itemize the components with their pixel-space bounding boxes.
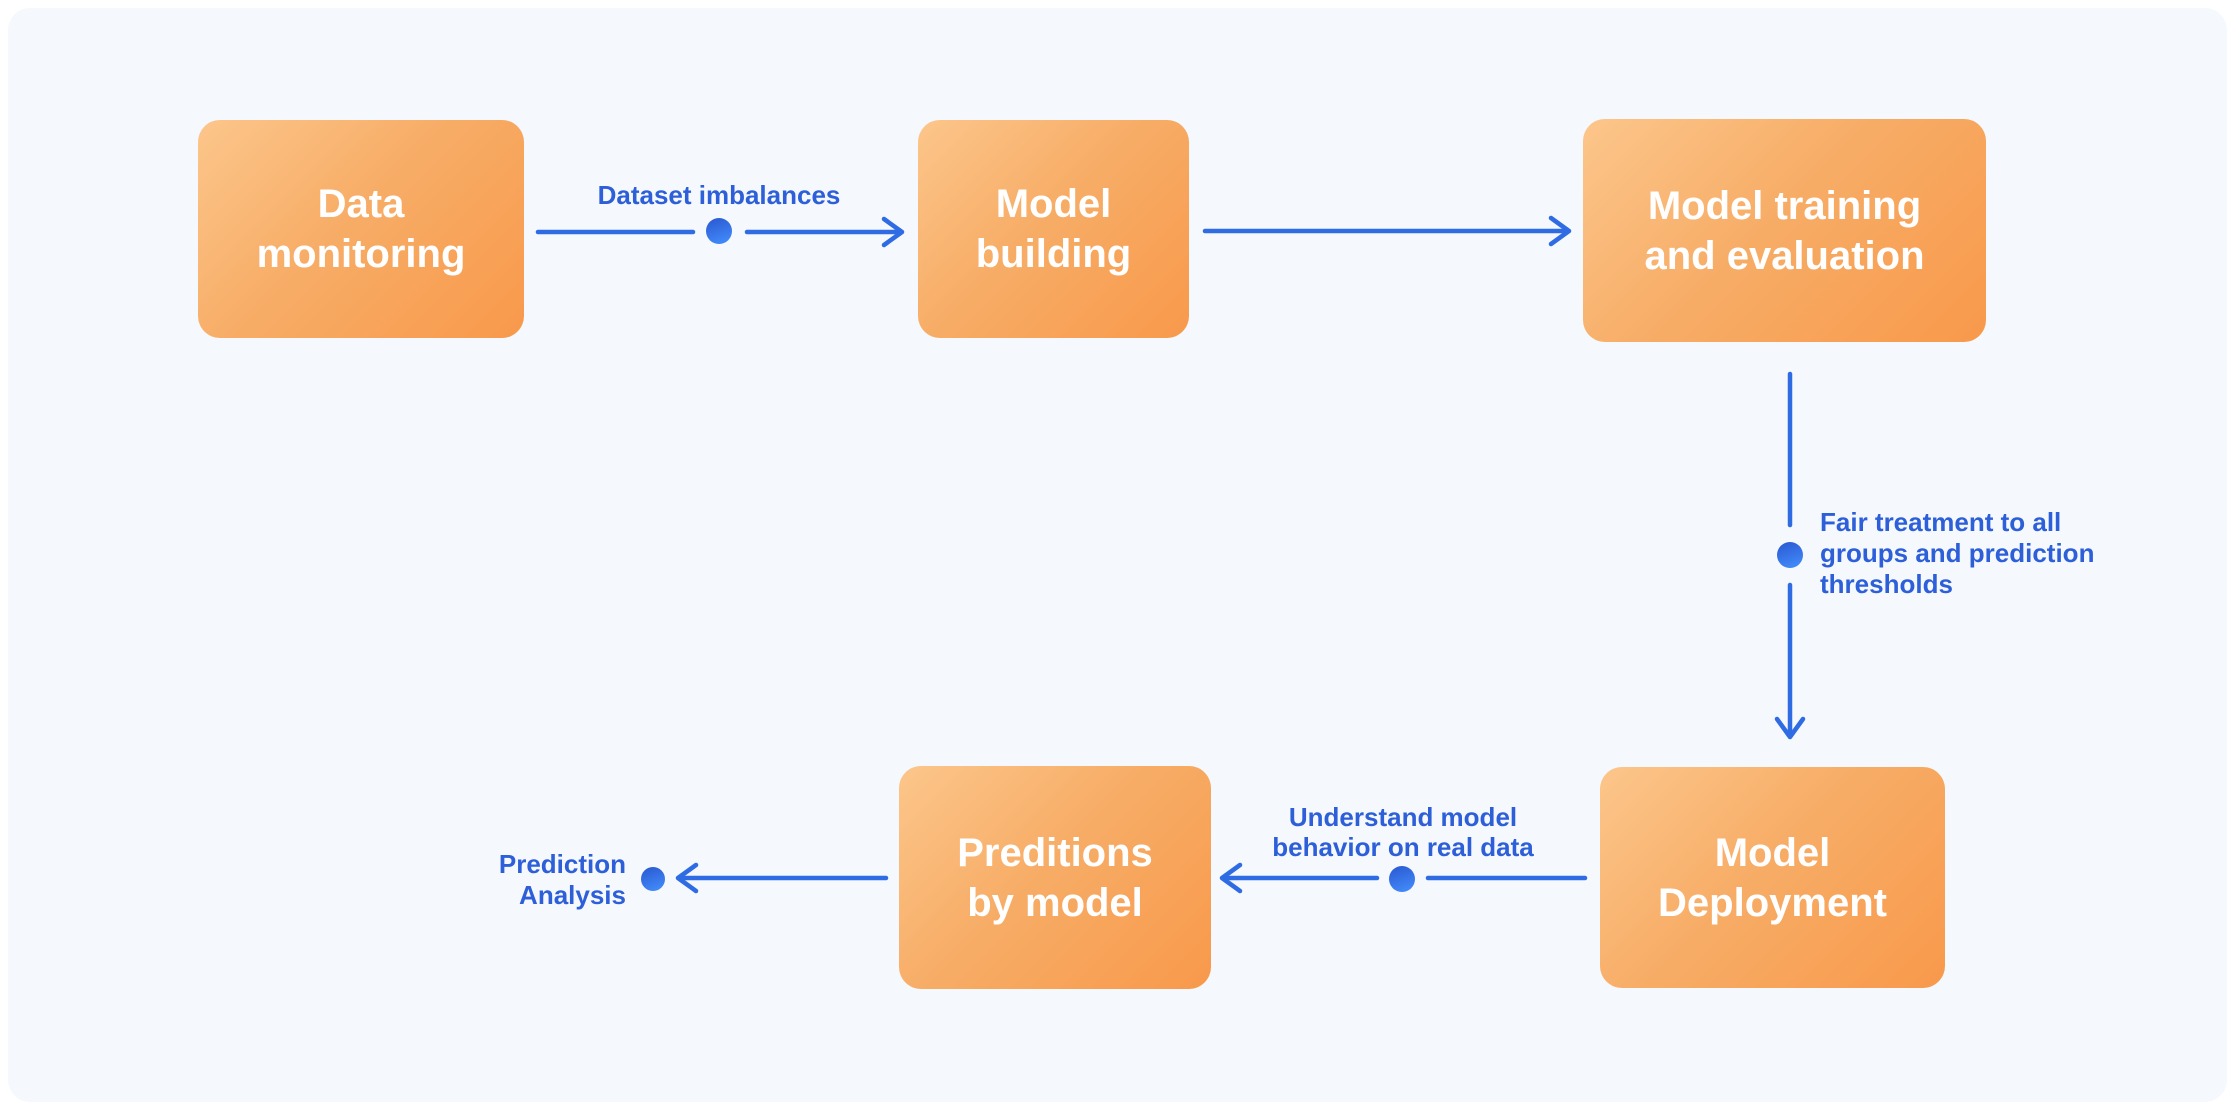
node-data-monitoring: Data monitoring [198, 120, 524, 338]
edge-label-dataset-imbalances: Dataset imbalances [597, 180, 841, 210]
edge-label-prediction-analysis: Prediction Analysis [498, 849, 626, 910]
edge-label-understand-model-behavior: Understand model behavior on real data [1272, 802, 1534, 862]
node-model-building: Model building [918, 120, 1189, 338]
node-model-training-evaluation: Model training and evaluation [1583, 119, 1986, 342]
node-model-deployment: Model Deployment [1600, 767, 1945, 988]
edge-label-fair-treatment: Fair treatment to all groups and predict… [1820, 507, 2095, 599]
node-predictions-by-model: Preditions by model [899, 766, 1211, 989]
